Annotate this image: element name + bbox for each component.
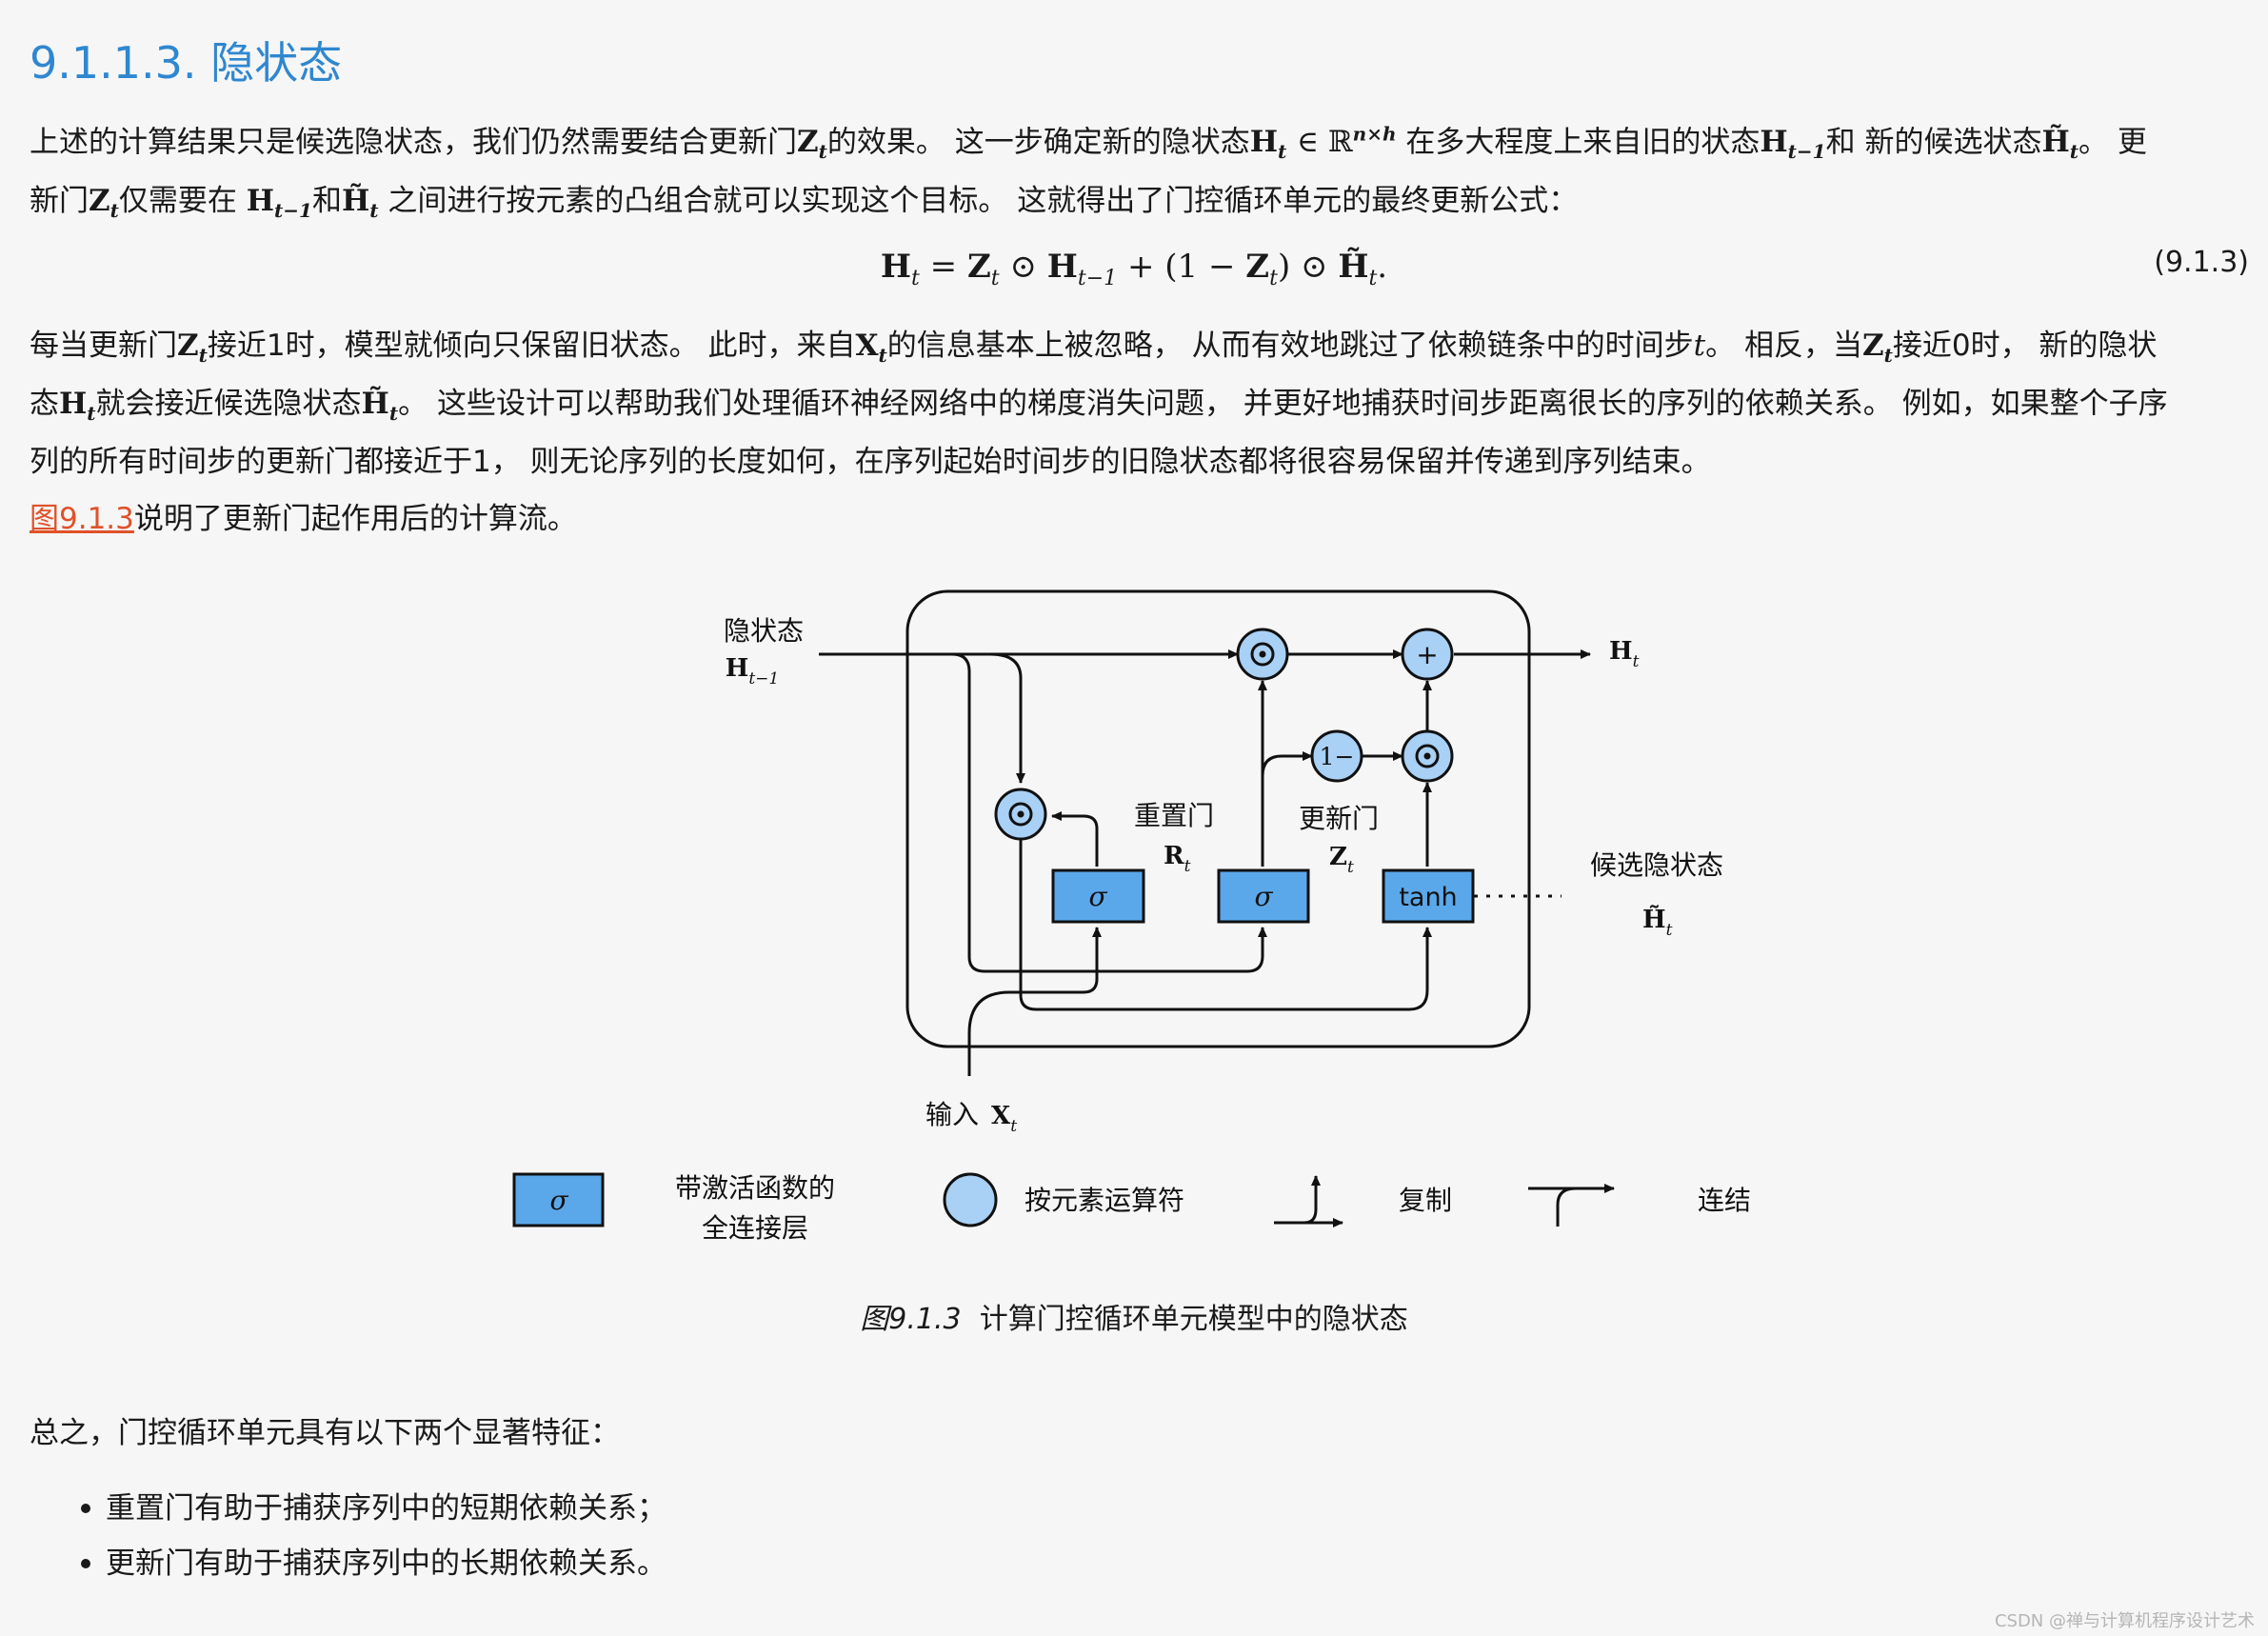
legend-fc-text-2: 全连接层 — [702, 1212, 808, 1244]
legend-elementwise-icon — [943, 1172, 998, 1227]
reset-sigma-to-mul — [1051, 811, 1099, 867]
label-h-prev: Ht−1 — [726, 654, 779, 688]
reset-gate-box: σ — [1051, 868, 1145, 924]
label-x: Xt — [991, 1102, 1017, 1136]
update-gate-box: σ — [1217, 868, 1310, 924]
tanh-box: tanh — [1382, 868, 1475, 924]
hprev-to-reset-mul — [989, 652, 1025, 784]
label-h-tilde: H̃t — [1642, 905, 1673, 940]
paragraph-2: 每当更新门Zt接近1时，模型就倾向只保留旧状态。 此时，来自Xt的信息基本上被忽… — [30, 322, 2248, 487]
label-h-out: Ht — [1609, 637, 1640, 671]
p2-text-2: 接近1时，模型就倾向只保留旧状态。 此时，来自 — [207, 329, 856, 363]
legend-fc-layer: σ — [512, 1172, 605, 1227]
legend-copy-text: 复制 — [1399, 1185, 1452, 1216]
label-z: Zt — [1329, 843, 1354, 877]
math-zt-3: Zt — [177, 329, 208, 368]
figure-link[interactable]: 图9.1.3 — [30, 502, 134, 536]
p2-text-1: 每当更新门 — [30, 329, 177, 363]
svg-text:σ: σ — [549, 1185, 568, 1216]
math-zt-4: Zt — [1861, 329, 1893, 368]
caption-number: 图9.1.3 — [860, 1303, 962, 1336]
p1-text-4: 和 新的候选状态 — [1825, 125, 2042, 160]
math-ht-tilde-b: H̃t — [341, 183, 379, 222]
p3-text: 说明了更新门起作用后的计算流。 — [133, 502, 577, 536]
summary: 总之，门控循环单元具有以下两个显著特征： — [30, 1416, 620, 1450]
label-update-gate: 更新门 — [1299, 803, 1379, 834]
mul-op-1 — [1236, 628, 1289, 681]
svg-text:σ: σ — [1254, 881, 1273, 912]
bullet-list: 重置门有助于捕获序列中的短期依赖关系； 更新门有助于捕获序列中的长期依赖关系。 — [71, 1481, 666, 1591]
math-xt: Xt — [855, 329, 887, 368]
watermark: CSDN @禅与计算机程序设计艺术 — [1994, 1611, 2255, 1631]
p1-text-2: 的效果。 这一步确定新的隐状态 — [826, 125, 1250, 160]
label-hidden-state: 隐状态 — [724, 615, 804, 647]
legend-fc-text-1: 带激活函数的 — [675, 1172, 835, 1204]
p2-text-5: 接近0时， 新的隐状 — [1892, 329, 2158, 363]
mul-op-2 — [1401, 729, 1454, 783]
legend-concat-icon — [1528, 1184, 1615, 1227]
legend-concat-text: 连结 — [1698, 1185, 1751, 1216]
math-ht-1: Ht−1 — [1760, 125, 1826, 164]
caption-text: 计算门控循环单元模型中的隐状态 — [979, 1303, 1408, 1336]
math-ht-1-b: Ht−1 — [246, 183, 312, 222]
p2-text-9: 列的所有时间步的更新门都接近于1， 则无论序列的长度如何，在序列起始时间步的旧隐… — [30, 445, 1711, 480]
p2-text-6: 态 — [30, 387, 59, 422]
svg-text:tanh: tanh — [1399, 883, 1457, 912]
equation-number: (9.1.3) — [2154, 246, 2249, 279]
p2-text-7: 就会接近候选隐状态 — [95, 387, 362, 422]
list-item: 重置门有助于捕获序列中的短期依赖关系； — [71, 1481, 666, 1536]
label-reset-gate: 重置门 — [1134, 800, 1214, 831]
p1-text-7: 仅需要在 — [118, 183, 247, 218]
label-input: 输入 — [925, 1099, 979, 1130]
math-zt: Zt — [797, 125, 827, 164]
math-ht-tilde-c: H̃t — [361, 387, 399, 426]
p1-text-5: 。 更 — [2079, 125, 2147, 160]
list-item: 更新门有助于捕获序列中的长期依赖关系。 — [71, 1536, 666, 1591]
reset-path-to-tanh — [1019, 814, 1432, 1011]
math-ht-tilde: H̃t — [2041, 125, 2079, 164]
math-zt-2: Zt — [89, 183, 119, 222]
p2-text-4: 。 相反，当 — [1705, 329, 1862, 363]
section-heading: 9.1.1.3. 隐状态 — [30, 37, 343, 89]
p2-text-3: 的信息基本上被忽略， 从而有效地跳过了依赖链条中的时间步 — [886, 329, 1694, 363]
p1-text-9: 之间进行按元素的凸组合就可以实现这个目标。 这就得出了门控循环单元的最终更新公式… — [378, 183, 1579, 218]
hprev-to-gates-a — [951, 652, 1267, 973]
legend-elementwise-text: 按元素运算符 — [1025, 1185, 1184, 1216]
math-ht-in-r: Ht ∈ ℝn×h — [1249, 123, 1397, 164]
equation: Ht = Zt ⊙ Ht−1 + (1 − Zt) ⊙ H̃t. — [880, 248, 1388, 290]
math-ht: Ht — [59, 387, 96, 426]
label-candidate: 候选隐状态 — [1590, 849, 1723, 881]
p1-text-1: 上述的计算结果只是候选隐状态，我们仍然需要结合更新门 — [30, 125, 797, 160]
p1-text-3: 在多大程度上来自旧的状态 — [1405, 125, 1761, 160]
paragraph-1: 上述的计算结果只是候选隐状态，我们仍然需要结合更新门Zt的效果。 这一步确定新的… — [30, 110, 2248, 235]
paragraph-3: 图9.1.3说明了更新门起作用后的计算流。 — [30, 495, 2248, 544]
legend-copy-icon — [1274, 1175, 1343, 1227]
math-t: t — [1693, 329, 1706, 363]
svg-text:σ: σ — [1088, 881, 1107, 912]
plus-op: + — [1401, 628, 1454, 681]
p1-text-6: 新门 — [30, 183, 89, 218]
svg-text:+: + — [1416, 639, 1438, 670]
xt-input-line — [967, 927, 1102, 1076]
figure-caption: 图9.1.3 计算门控循环单元模型中的隐状态 — [0, 1295, 2268, 1337]
reset-mul-op — [994, 788, 1047, 841]
p2-text-8: 。 这些设计可以帮助我们处理循环神经网络中的梯度消失问题， 并更好地捕获时间步距… — [398, 387, 2168, 422]
one-minus-op: 1− — [1310, 729, 1363, 783]
update-to-oneminus — [1261, 751, 1313, 777]
p1-text-8: 和 — [311, 183, 342, 218]
gru-cell-border — [905, 589, 1531, 1048]
svg-text:1−: 1− — [1320, 743, 1355, 770]
label-r: Rt — [1164, 842, 1191, 876]
gru-diagram: + 1− σ σ tanh 隐状态 Ht− — [512, 589, 1751, 1244]
